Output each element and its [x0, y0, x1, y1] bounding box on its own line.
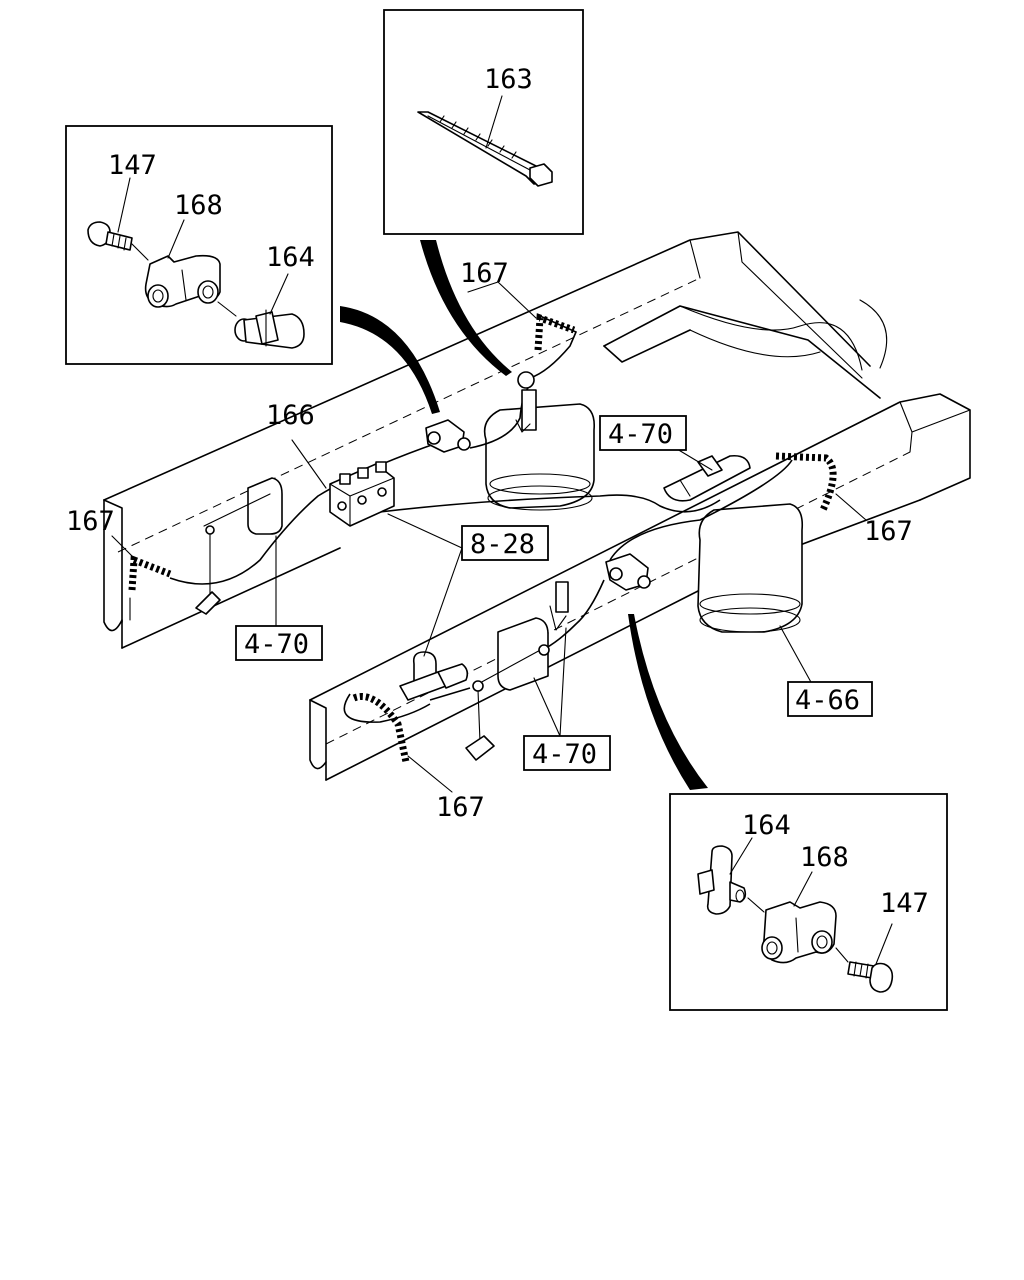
callout-167-left: 167: [66, 506, 115, 537]
cross-fitting-168-lower: [605, 553, 651, 591]
ref-box-4-66: 4-66: [787, 681, 873, 717]
spiral-tube-167-top: [534, 313, 576, 351]
ref-box-8-28: 8-28: [461, 525, 549, 561]
leveling-valve-left: [195, 477, 283, 615]
callout-166: 166: [266, 400, 315, 431]
callout-163: 163: [484, 64, 533, 95]
leveling-valve-right: [465, 581, 569, 761]
ref-8-28: 8-28: [470, 529, 535, 560]
leader-lines: [111, 281, 867, 793]
callout-167-right: 167: [864, 516, 913, 547]
ref-4-66: 4-66: [795, 685, 860, 716]
cross-168-bottom: [761, 901, 837, 964]
callout-164-bottom: 164: [742, 810, 791, 841]
callout-167-bottom: 167: [436, 792, 485, 823]
spiral-tube-167-right: [775, 452, 837, 514]
callout-147-top: 147: [108, 150, 157, 181]
ref-4-70-right: 4-70: [608, 419, 673, 450]
fitting-164-bottom: [697, 845, 747, 915]
pointer-to-inset-bottom: [628, 614, 708, 790]
pointer-to-inset-top: [420, 240, 512, 376]
callout-147-bottom: 147: [880, 888, 929, 919]
spiral-tube-167-bottom: [352, 693, 410, 763]
callout-168-top: 168: [174, 190, 223, 221]
ref-box-4-70-left: 4-70: [235, 625, 323, 661]
bolt-147-bottom: [847, 961, 894, 993]
inset-bottom-right: 164 168 147: [669, 793, 948, 1011]
ref-box-4-70-mid: 4-70: [523, 735, 611, 771]
callout-164-top: 164: [266, 242, 315, 273]
ref-4-70-mid: 4-70: [532, 739, 597, 770]
inset-163: 163: [383, 9, 584, 235]
valve-4-70-upper: [663, 454, 751, 502]
pointer-to-inset-topleft: [340, 306, 440, 414]
ref-box-4-70-right: 4-70: [599, 415, 687, 451]
air-spring-front: [483, 403, 596, 511]
ref-4-70-left: 4-70: [244, 629, 309, 660]
fitting-on-spring-front: [515, 371, 537, 433]
valve-8-28: [399, 651, 469, 701]
bolt-147-top: [87, 221, 133, 251]
inset-top-left: 147 168 164: [65, 125, 333, 365]
cross-168-top: [144, 254, 221, 308]
fitting-164-top: [234, 309, 305, 349]
valve-block-166: [329, 461, 395, 527]
cross-fitting-168-upper: [425, 419, 471, 453]
callout-167-top: 167: [460, 258, 509, 289]
spiral-tube-167-left: [128, 555, 172, 621]
callout-168-bottom: 168: [800, 842, 849, 873]
air-spring-rear: [697, 503, 804, 633]
